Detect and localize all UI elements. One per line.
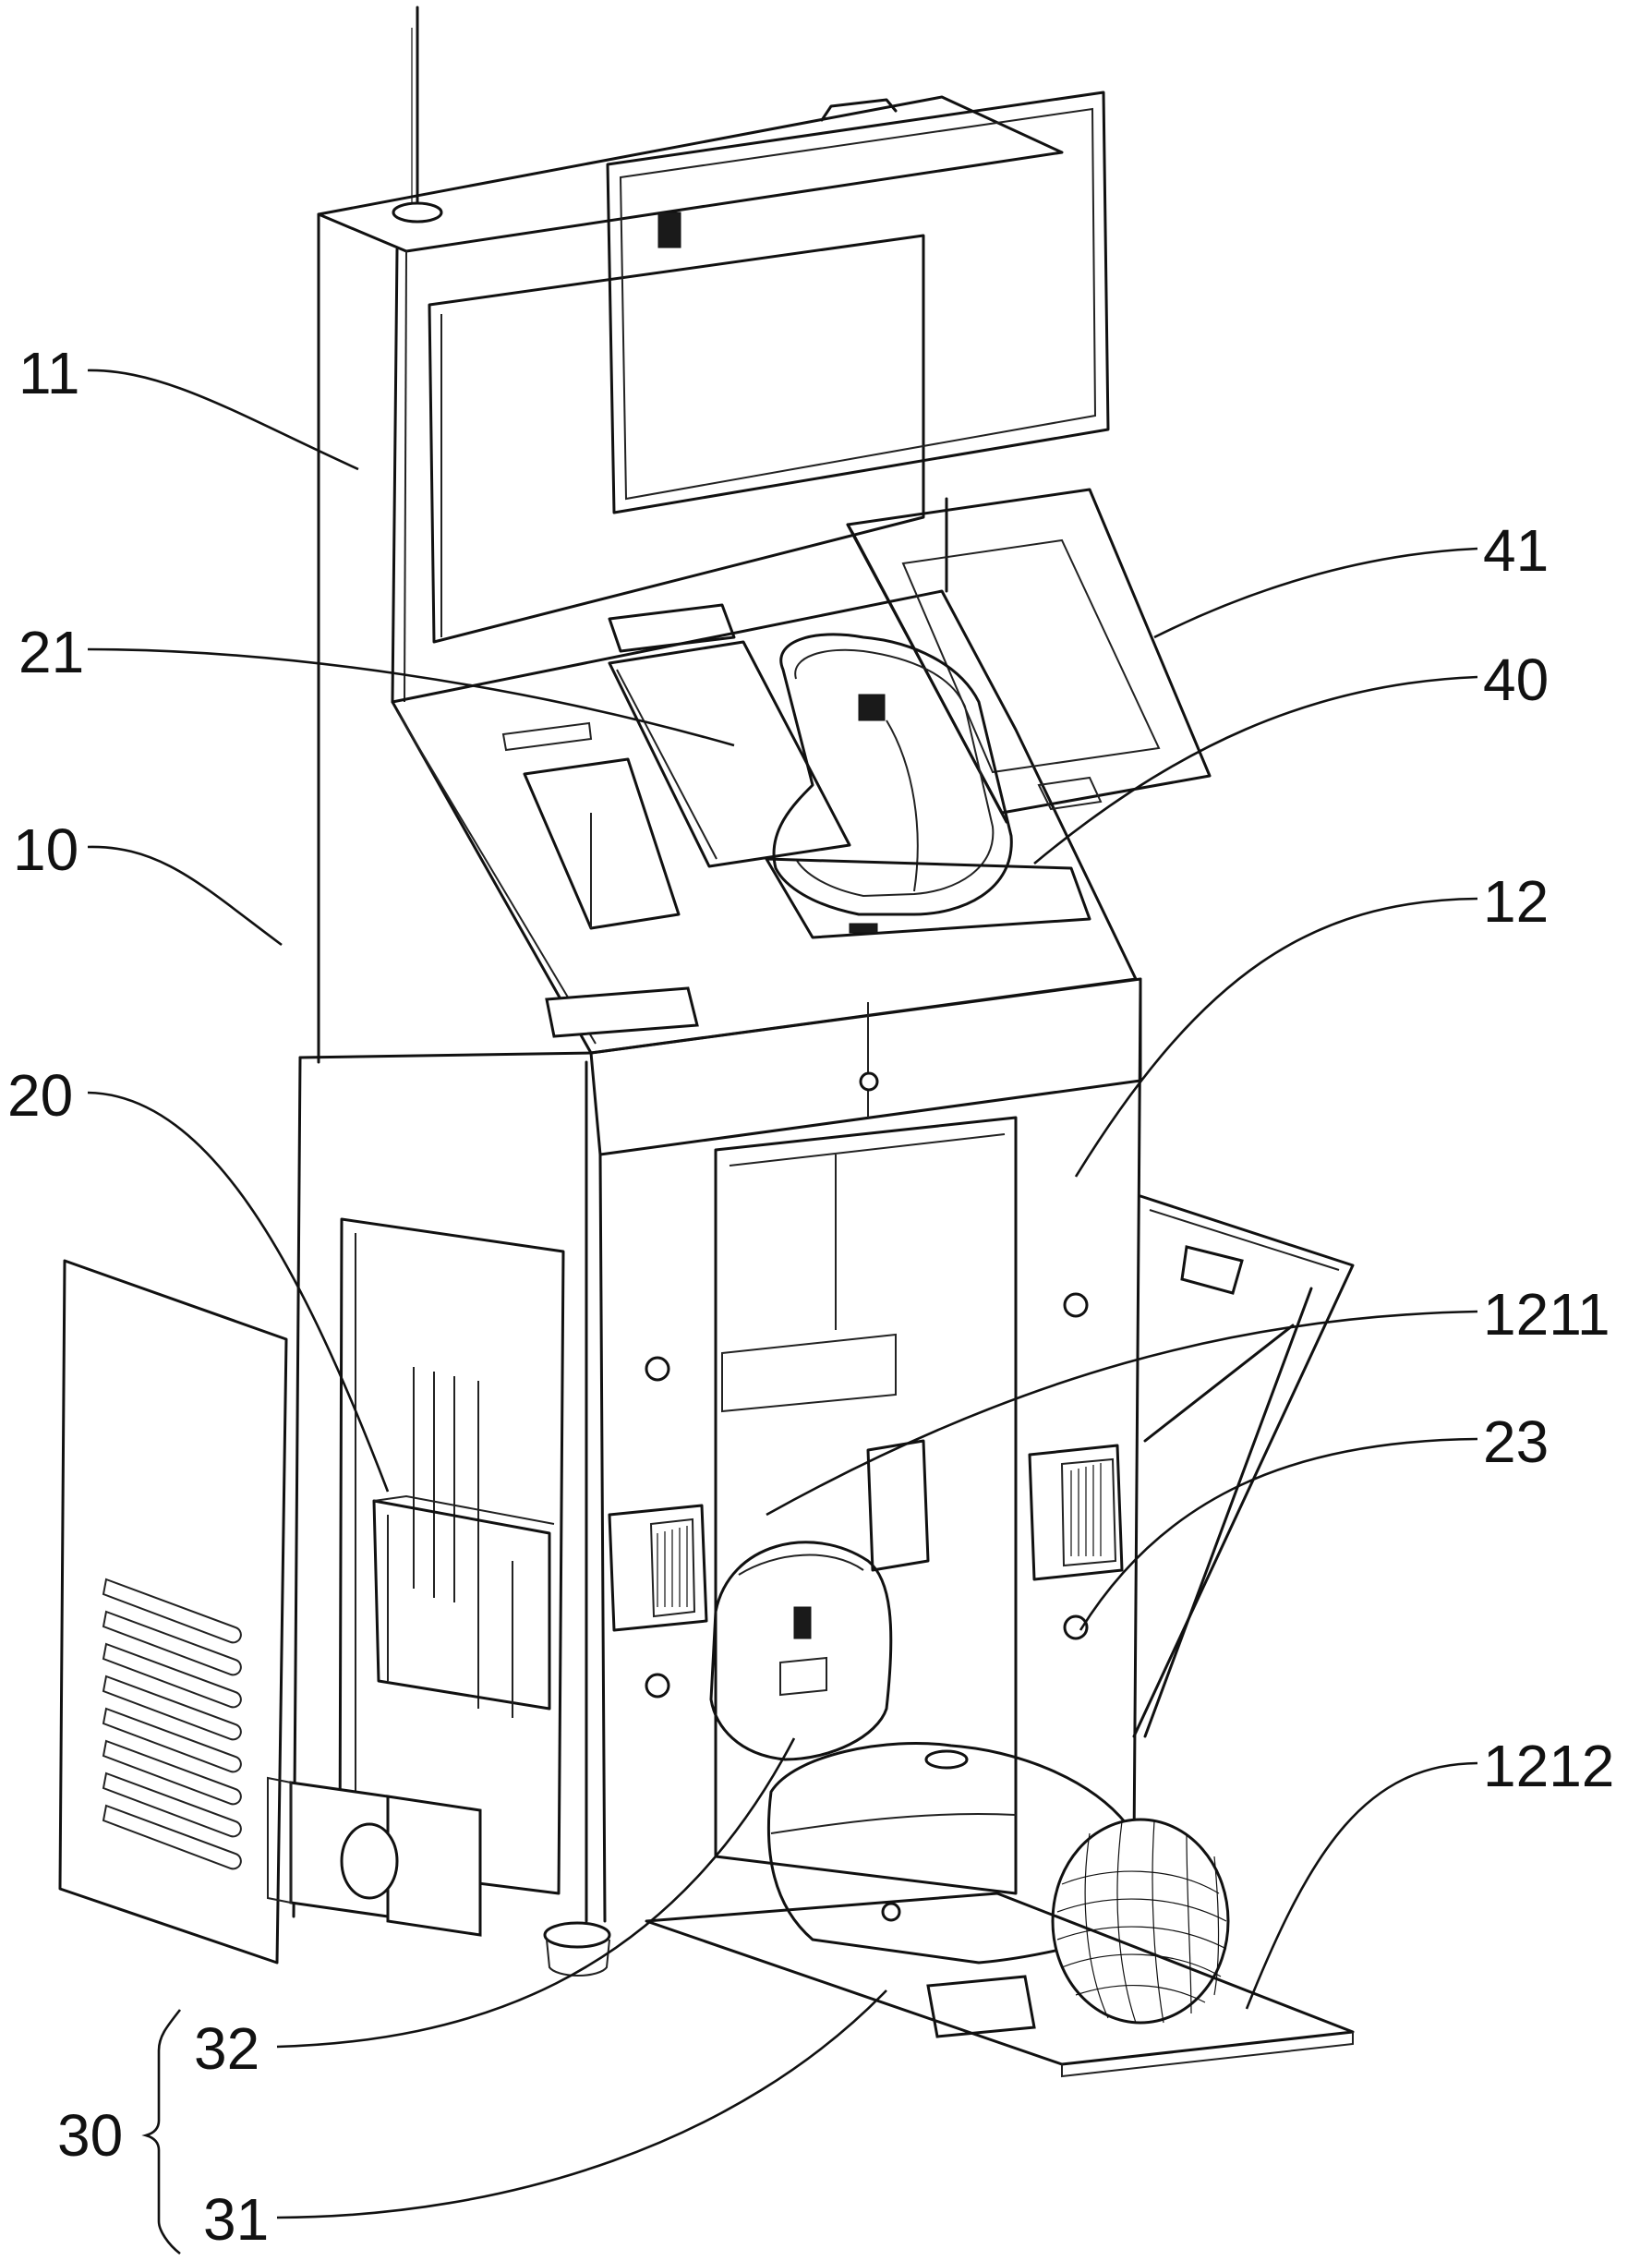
leader-11 <box>87 369 359 471</box>
touch-tablet <box>846 488 1212 824</box>
leader-1211 <box>766 1310 1478 1517</box>
leader-23 <box>1079 1437 1478 1631</box>
label-1212: 1212 <box>1483 1733 1614 1799</box>
upper-monitor <box>606 91 1110 593</box>
leveling-foot <box>543 1921 611 1977</box>
brace-30 <box>141 2009 182 2255</box>
label-11: 11 <box>18 340 79 406</box>
head-support-32 <box>709 1439 930 1761</box>
label-12: 12 <box>1483 868 1549 935</box>
leader-lines <box>87 369 1478 2255</box>
cabinet-upper-housing <box>317 95 1138 1064</box>
lifting-mechanism-20 <box>267 1217 565 1937</box>
label-30: 30 <box>57 2102 123 2169</box>
leader-41 <box>1153 547 1478 639</box>
label-40: 40 <box>1483 647 1549 713</box>
antenna <box>392 6 443 224</box>
label-32: 32 <box>194 2015 259 2082</box>
leader-21 <box>87 647 735 747</box>
lid-21 <box>501 603 851 930</box>
speaker-right <box>1028 1444 1124 1581</box>
leader-10 <box>87 845 283 947</box>
leader-31 <box>276 1989 887 2219</box>
top-button-block <box>545 986 699 1038</box>
speaker-left <box>608 1504 708 1632</box>
label-23: 23 <box>1483 1409 1549 1475</box>
reference-labels: 11 21 10 20 41 40 12 1211 23 1212 32 30 … <box>7 340 1614 2253</box>
label-10: 10 <box>13 816 78 883</box>
left-side-panel <box>58 1259 288 1965</box>
leader-12 <box>1074 897 1478 1178</box>
holder-assembly-40 <box>765 633 1091 939</box>
label-31: 31 <box>203 2186 269 2253</box>
leader-40 <box>1033 675 1478 864</box>
leader-20 <box>87 1091 390 1493</box>
right-side-door <box>1132 1194 1355 1738</box>
mesh-head-model <box>1051 1818 1230 2025</box>
cabinet-lower-housing <box>292 977 1142 1923</box>
drawer-tray-1212 <box>645 1892 1355 2078</box>
leader-1212 <box>1245 1761 1478 2010</box>
label-1211: 1211 <box>1483 1281 1610 1348</box>
label-41: 41 <box>1483 517 1549 584</box>
leader-32 <box>276 1737 796 2049</box>
label-21: 21 <box>18 619 84 685</box>
label-20: 20 <box>7 1062 73 1129</box>
